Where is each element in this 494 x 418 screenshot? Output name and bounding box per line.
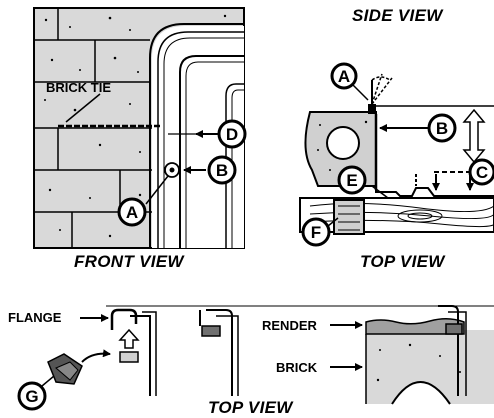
callout-b-front: B [207, 155, 237, 185]
swing-arc [371, 76, 391, 81]
brick-cutout [391, 381, 451, 405]
timber-beam [299, 197, 494, 233]
brick-tie-label: BRICK TIE [46, 80, 111, 95]
brick-label: BRICK [276, 360, 318, 375]
svg-text:D: D [226, 125, 238, 144]
svg-text:B: B [436, 119, 448, 138]
callout-b-side: B [427, 113, 457, 143]
callout-c: C [468, 158, 494, 186]
vertical-adjust-arrow [462, 108, 486, 164]
lower-top-view-panel [41, 305, 494, 405]
front-view-title: FRONT VIEW [74, 252, 184, 271]
leader-e [371, 185, 389, 199]
top-view-title-upper: TOP VIEW [360, 252, 445, 271]
leader-f [327, 217, 339, 227]
callout-a-side: A [330, 62, 358, 90]
clip-part [119, 351, 139, 363]
svg-text:A: A [126, 203, 138, 222]
flange-profile-3 [365, 305, 494, 405]
brick-courses [34, 8, 160, 248]
track-profile [375, 171, 494, 197]
flange-profile-1 [110, 308, 157, 396]
flange-label: FLANGE [8, 310, 62, 325]
svg-text:A: A [338, 67, 350, 86]
svg-text:E: E [346, 171, 357, 190]
end-cap-part [41, 349, 111, 387]
side-view-panel [299, 73, 494, 235]
svg-text:C: C [476, 163, 488, 182]
side-view-title: SIDE VIEW [352, 6, 443, 25]
callout-d: D [217, 119, 247, 149]
leader-a-front [145, 175, 169, 205]
svg-text:G: G [25, 387, 38, 406]
up-arrow [118, 328, 140, 349]
brick-tie [58, 93, 160, 128]
callout-g: G [17, 381, 47, 411]
mounting-screw [164, 162, 180, 178]
svg-text:F: F [311, 223, 321, 242]
callout-a-front: A [117, 197, 147, 227]
callout-e: E [337, 165, 367, 195]
flange-profile-2 [199, 309, 239, 396]
svg-text:B: B [216, 161, 228, 180]
callout-f: F [301, 217, 331, 247]
render-label: RENDER [262, 318, 317, 333]
top-view-title-lower: TOP VIEW [208, 398, 293, 417]
end-grain-block [333, 199, 365, 235]
clip-installed [201, 325, 221, 337]
